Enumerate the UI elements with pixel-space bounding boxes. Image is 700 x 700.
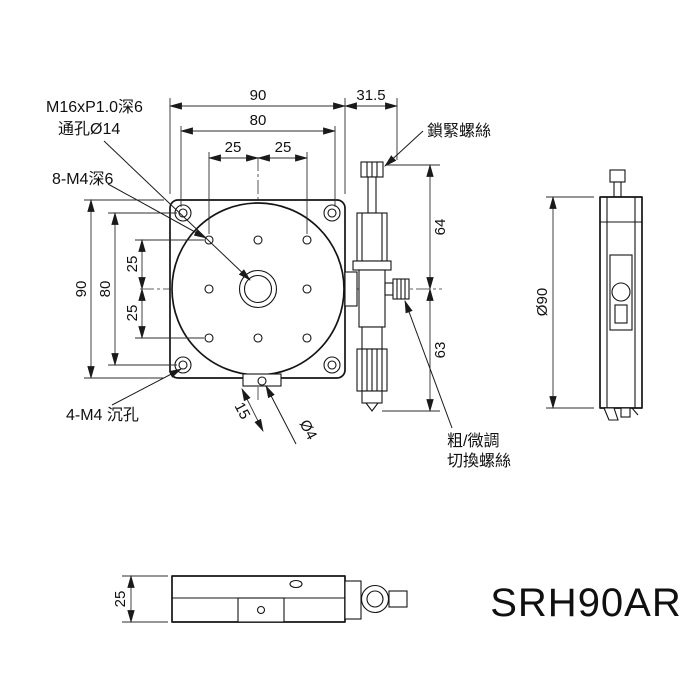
dim-side-dia90: Ø90 — [534, 288, 551, 316]
label-grid-holes: 8-M4深6 — [52, 170, 113, 188]
callouts: M16xP1.0深6 通孔Ø14 8-M4深6 4-M4 沉孔 鎖緊螺絲 粗/微… — [46, 98, 511, 470]
bottom-knob — [360, 584, 390, 614]
thimble — [356, 348, 388, 392]
dimensions-top: 90 80 25 25 31.5 — [168, 87, 399, 234]
mid-body — [358, 269, 386, 328]
bottom-bracket — [344, 580, 362, 620]
label-lock-screw: 鎖緊螺絲 — [427, 122, 491, 140]
dimensions-right: 64 63 — [382, 163, 449, 413]
dimensions-left: 90 80 25 25 — [73, 198, 204, 380]
label-center-hole-line1: M16xP1.0深6 — [46, 98, 143, 116]
bottom-tab — [242, 373, 282, 387]
dim-top-31-5: 31.5 — [356, 87, 385, 104]
dim-left-25b: 25 — [124, 305, 141, 322]
dim-15: 15 — [231, 400, 254, 423]
bottom-view: 25 — [112, 574, 408, 624]
dim-dia4: Ø4 — [296, 417, 320, 443]
label-center-hole-line2: 通孔Ø14 — [58, 120, 120, 138]
tip — [364, 402, 380, 412]
mount-bracket — [344, 271, 358, 307]
side-view: Ø90 — [534, 169, 643, 421]
dim-left-90: 90 — [73, 281, 90, 298]
adjust-knob — [384, 278, 410, 300]
pin-hole — [257, 376, 267, 386]
part-number-title: SRH90AR — [490, 581, 682, 625]
center-hole — [238, 269, 278, 309]
lock-knob — [360, 161, 384, 214]
spindle-housing — [361, 326, 383, 350]
dim-right-63: 63 — [432, 342, 449, 359]
label-adjust-line2: 切換螺絲 — [447, 452, 511, 470]
side-lock-knob — [609, 169, 626, 183]
dim-top-90: 90 — [250, 87, 267, 104]
dim-top-25b: 25 — [275, 139, 292, 156]
dim-left-25a: 25 — [124, 256, 141, 273]
micrometer-assembly — [344, 161, 410, 412]
dimensions-angled: 15 Ø4 — [231, 385, 320, 445]
grid-holes — [204, 235, 312, 343]
dim-left-80: 80 — [97, 281, 114, 298]
ratchet — [361, 390, 383, 404]
dim-bottom-25: 25 — [112, 591, 129, 608]
dim-right-64: 64 — [432, 219, 449, 236]
side-body — [599, 196, 643, 409]
flange — [352, 260, 392, 271]
dim-top-25a: 25 — [225, 139, 242, 156]
label-adjust-line1: 粗/微調 — [447, 432, 499, 450]
front-view — [140, 157, 442, 412]
label-corner-holes: 4-M4 沉孔 — [66, 406, 139, 424]
dim-top-80: 80 — [250, 112, 267, 129]
bottom-tab-view — [237, 597, 285, 623]
